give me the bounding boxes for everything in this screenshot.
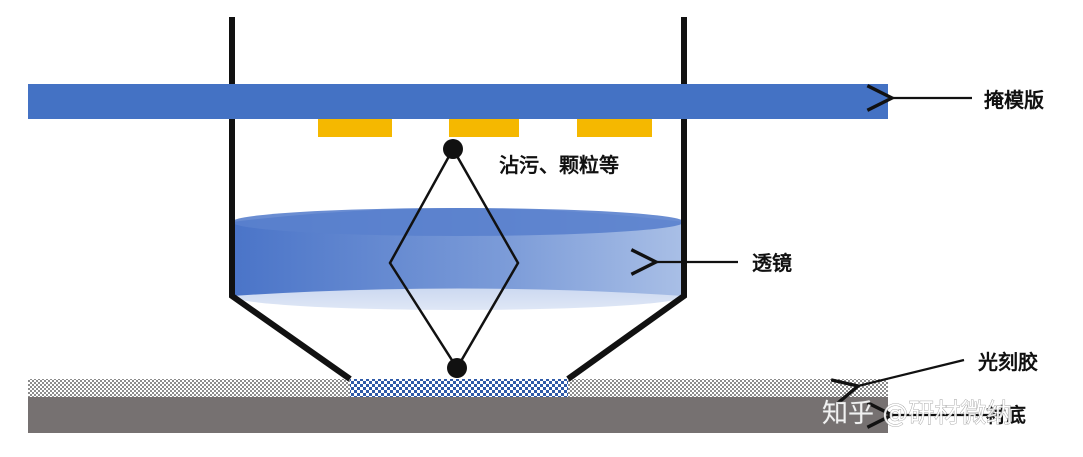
mask-pattern-2: [449, 119, 519, 137]
mask-pattern-1: [318, 119, 392, 137]
projection-column-left-wall: [229, 17, 352, 382]
particle-image-on-resist: [447, 358, 467, 378]
mask-pattern-3: [577, 119, 652, 137]
photoresist-arrow: [858, 358, 965, 386]
substrate-label: 衬底: [986, 403, 1026, 427]
mask-label: 掩模版: [984, 88, 1044, 112]
projection-column-right-wall: [566, 17, 687, 382]
photoresist-label: 光刻胶: [977, 350, 1038, 374]
substrate: [28, 397, 888, 433]
lens: [232, 208, 684, 310]
particles-label: 沾污、颗粒等: [499, 153, 619, 177]
lens-label: 透镜: [752, 251, 792, 275]
mask-plate: [28, 84, 888, 119]
lens-top-surface: [232, 208, 684, 236]
watermark: 知乎 @研材微纳: [822, 399, 1012, 429]
contaminant-particle: [443, 139, 463, 159]
exposed-photoresist-region: [350, 379, 568, 397]
